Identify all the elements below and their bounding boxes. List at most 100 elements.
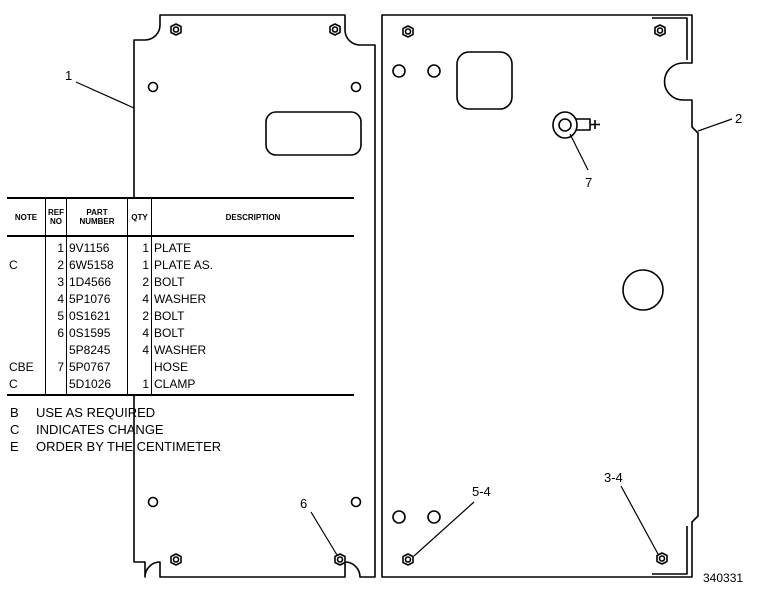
qty-cell: 4 bbox=[127, 325, 152, 342]
ref-cell bbox=[45, 342, 67, 359]
ref-cell: 6 bbox=[45, 325, 67, 342]
ref-cell: 4 bbox=[45, 291, 67, 308]
part-number-cell: 5P1076 bbox=[66, 291, 128, 308]
qty-cell bbox=[127, 359, 152, 376]
qty-cell: 2 bbox=[127, 274, 152, 291]
note-item: B USE AS REQUIRED bbox=[10, 404, 221, 421]
parts-table: NOTE REF NO PART NUMBER QTY DESCRIPTION … bbox=[7, 197, 354, 396]
callout-2: 2 bbox=[735, 111, 742, 126]
note-item: E ORDER BY THE CENTIMETER bbox=[10, 438, 221, 455]
plate-2-hole bbox=[427, 510, 441, 524]
part-number-cell: 5P0767 bbox=[66, 359, 128, 376]
note-code: C bbox=[10, 422, 20, 437]
description-cell: BOLT bbox=[154, 326, 185, 340]
qty-cell: 1 bbox=[127, 376, 152, 395]
note-code: B bbox=[10, 405, 19, 420]
part-number-cell: 6W5158 bbox=[66, 257, 128, 274]
header-part-number: PART NUMBER bbox=[66, 198, 128, 237]
plate-2-hole bbox=[392, 510, 406, 524]
ref-cell: 7 bbox=[45, 359, 67, 376]
callout-3-4: 3-4 bbox=[604, 470, 623, 485]
qty-cell: 2 bbox=[127, 308, 152, 325]
part-number-cell: 1D4566 bbox=[66, 274, 128, 291]
note-text: USE AS REQUIRED bbox=[36, 405, 156, 420]
description-cell: BOLT bbox=[154, 275, 185, 289]
ref-cell: 2 bbox=[45, 257, 67, 274]
bolt-head-icon bbox=[656, 552, 668, 565]
qty-cell: 1 bbox=[127, 236, 152, 257]
note-cell: C bbox=[7, 257, 46, 274]
drawing-number: 340331 bbox=[703, 571, 743, 585]
part-number-cell: 5D1026 bbox=[66, 376, 128, 395]
ref-cell: 1 bbox=[45, 236, 67, 257]
callout-6: 6 bbox=[300, 496, 307, 511]
plate-1-hole bbox=[350, 496, 362, 508]
plate-1-hole bbox=[147, 81, 159, 93]
callout-7: 7 bbox=[585, 175, 592, 190]
header-description: DESCRIPTION bbox=[151, 198, 354, 237]
description-cell: WASHER bbox=[154, 343, 207, 357]
leader-line bbox=[413, 501, 475, 557]
bolt-head-icon bbox=[170, 553, 182, 566]
note-cell bbox=[7, 291, 46, 308]
ref-cell: 3 bbox=[45, 274, 67, 291]
bolt-head-icon bbox=[329, 23, 341, 36]
note-item: C INDICATES CHANGE bbox=[10, 421, 221, 438]
qty-cell: 1 bbox=[127, 257, 152, 274]
leader-line bbox=[620, 485, 659, 555]
bolt-head-icon bbox=[402, 25, 414, 38]
leader-line bbox=[569, 133, 589, 171]
note-code: E bbox=[10, 439, 19, 454]
note-cell bbox=[7, 274, 46, 291]
leader-line bbox=[310, 511, 338, 556]
plate-2-hole bbox=[427, 64, 441, 78]
ref-cell: 5 bbox=[45, 308, 67, 325]
part-number-cell: 0S1595 bbox=[66, 325, 128, 342]
leader-line bbox=[697, 118, 733, 132]
ref-cell bbox=[45, 376, 67, 395]
description-cell: BOLT bbox=[154, 309, 185, 323]
header-ref-no: REF NO bbox=[45, 198, 67, 237]
note-text: INDICATES CHANGE bbox=[36, 422, 164, 437]
bolt-head-icon bbox=[170, 23, 182, 36]
notes-legend: B USE AS REQUIRED C INDICATES CHANGE E ORDER … bbox=[10, 404, 221, 455]
description-cell: PLATE AS. bbox=[154, 258, 214, 272]
description-cell: WASHER bbox=[154, 292, 207, 306]
description-cell: PLATE bbox=[154, 241, 192, 255]
note-text: ORDER BY THE CENTIMETER bbox=[36, 439, 222, 454]
bolt-head-icon bbox=[402, 553, 414, 566]
description-cell: CLAMP bbox=[154, 377, 196, 391]
bolt-head-icon bbox=[654, 24, 666, 37]
parts-table-header: NOTE REF NO PART NUMBER QTY DESCRIPTION bbox=[7, 198, 354, 237]
description-cell: HOSE bbox=[154, 360, 189, 374]
bolt-head-icon bbox=[334, 553, 346, 566]
plate-2-flange bbox=[652, 17, 688, 60]
callout-5-4: 5-4 bbox=[472, 484, 491, 499]
plate-1-slot bbox=[265, 111, 362, 156]
plate-1-outline bbox=[133, 14, 376, 578]
plate-1-hole bbox=[147, 496, 159, 508]
part-number-cell: 9V1156 bbox=[66, 236, 128, 257]
qty-cell: 4 bbox=[127, 291, 152, 308]
callout-1: 1 bbox=[65, 68, 72, 83]
header-qty: QTY bbox=[127, 198, 152, 237]
plate-2-flange bbox=[652, 526, 688, 575]
part-number-cell: 0S1621 bbox=[66, 308, 128, 325]
plate-2-hole bbox=[392, 64, 406, 78]
note-cell: CBE bbox=[7, 359, 46, 376]
plate-2-outline bbox=[381, 14, 699, 578]
note-cell bbox=[7, 308, 46, 325]
header-note: NOTE bbox=[7, 198, 46, 237]
part-number-cell: 5P8245 bbox=[66, 342, 128, 359]
hose-clamp-icon bbox=[552, 111, 600, 139]
plate-2-round-hole bbox=[622, 269, 664, 311]
